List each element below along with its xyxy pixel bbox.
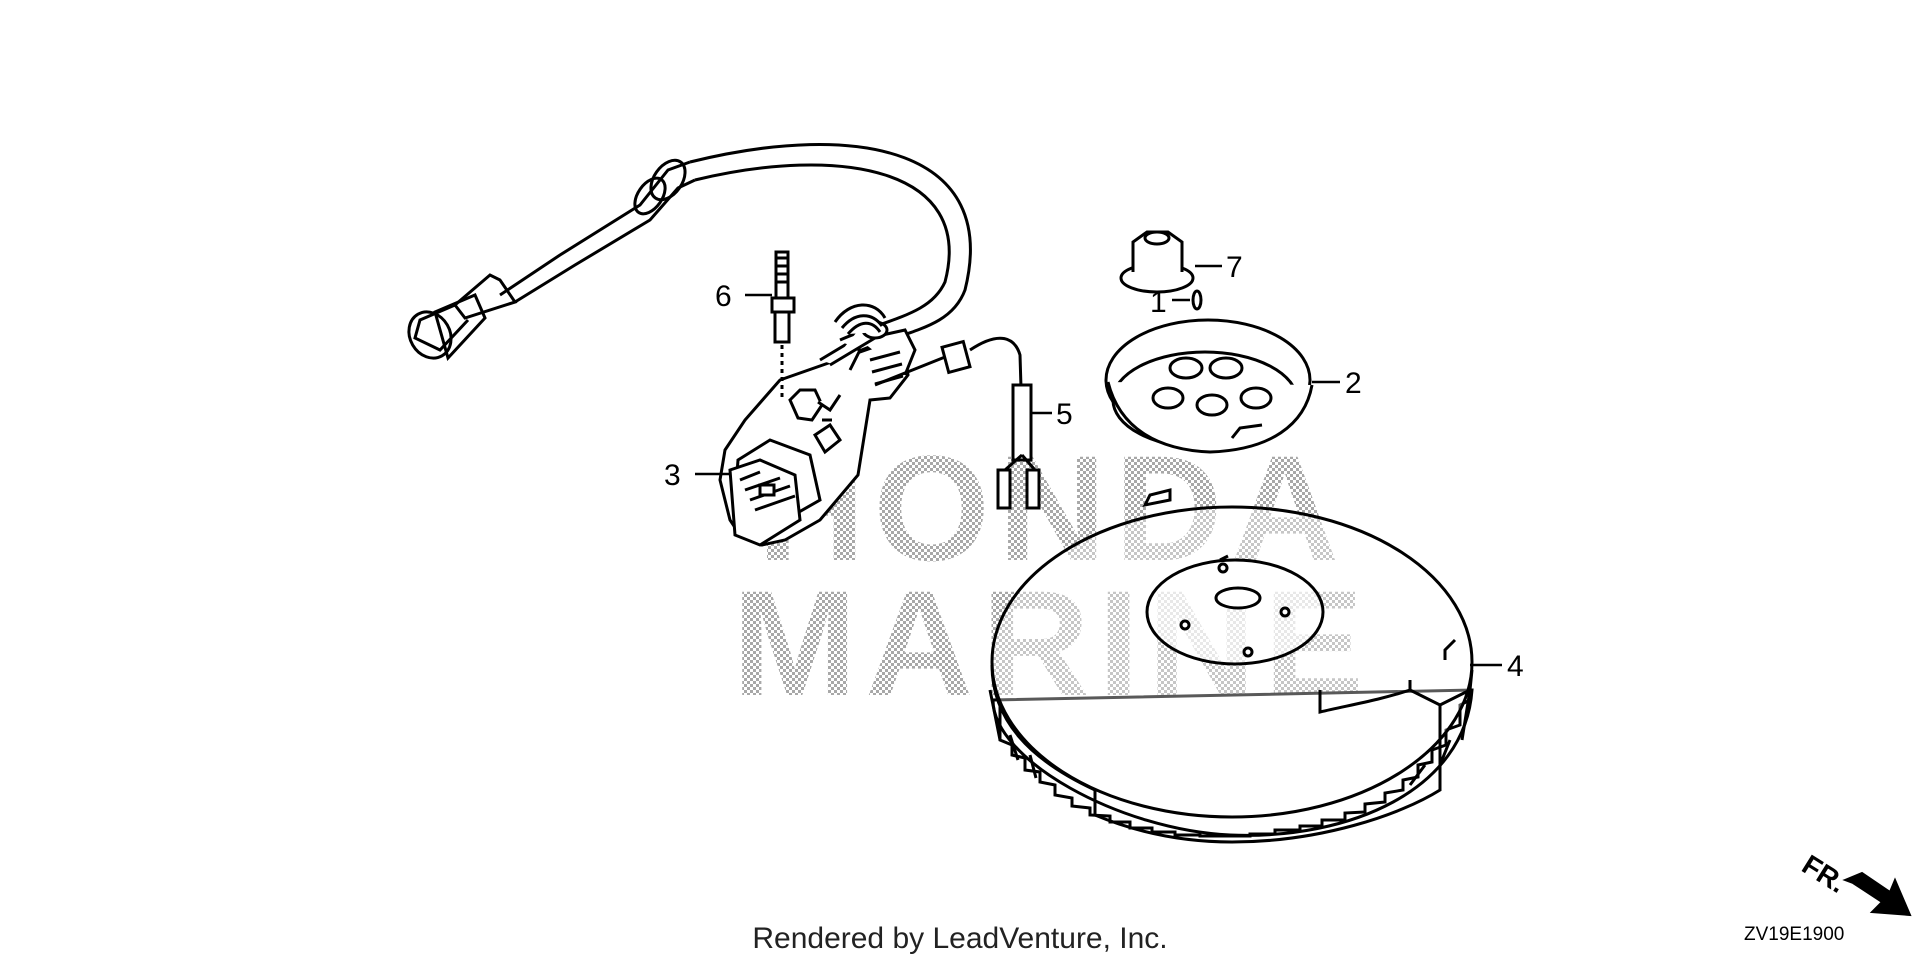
flywheel[interactable] — [988, 488, 1474, 844]
direction-arrow-icon — [1842, 871, 1912, 917]
leader-lines — [695, 264, 1502, 667]
callout-5[interactable]: 5 — [1056, 398, 1073, 431]
stud-bolt[interactable] — [770, 250, 796, 400]
footer-credit: Rendered by LeadVenture, Inc. — [752, 922, 1168, 955]
spark-plug-cable[interactable] — [401, 142, 972, 365]
callout-7[interactable]: 7 — [1226, 251, 1243, 284]
flange-nut[interactable] — [1119, 230, 1195, 294]
drawing-code: ZV19E1900 — [1744, 924, 1845, 945]
direction-label: FR. — [1797, 849, 1852, 899]
callout-4[interactable]: 4 — [1507, 650, 1524, 683]
callout-1[interactable]: 1 — [1150, 286, 1167, 319]
callout-3[interactable]: 3 — [664, 459, 681, 492]
pin[interactable] — [1191, 289, 1203, 311]
cooling-fan-plate[interactable] — [1104, 318, 1314, 454]
ignition-coil[interactable] — [718, 303, 917, 547]
direction-indicator: FR. — [1797, 849, 1912, 917]
lead-wire[interactable] — [874, 336, 1041, 510]
callouts: 1 2 3 4 5 6 7 — [664, 251, 1524, 683]
callout-6[interactable]: 6 — [715, 280, 732, 313]
callout-2[interactable]: 2 — [1345, 367, 1362, 400]
